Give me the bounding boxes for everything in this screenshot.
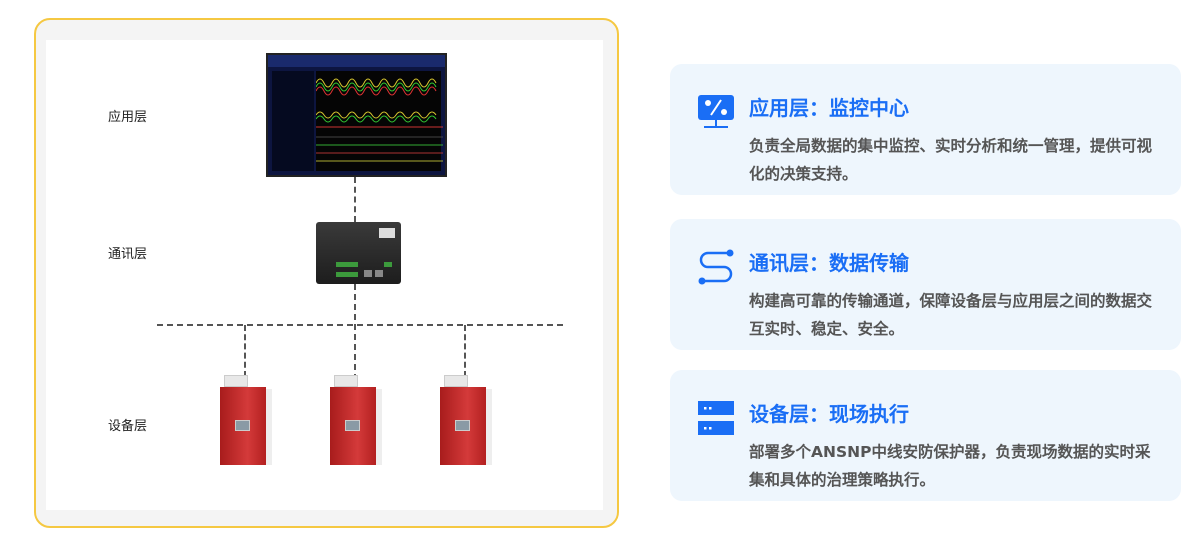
connector-line [354,284,356,380]
protector-device-image [440,375,492,465]
card-description: 部署多个ANSNP中线安防保护器，负责现场数据的实时采集和具体的治理策略执行。 [749,443,1151,489]
monitor-percent-icon [698,95,734,128]
card-device-layer: 设备层：现场执行 部署多个ANSNP中线安防保护器，负责现场数据的实时采集和具体… [670,370,1181,501]
protector-device-image [220,375,272,465]
connector-line [244,325,246,377]
protector-device-image [330,375,382,465]
card-description: 负责全局数据的集中监控、实时分析和统一管理，提供可视化的决策支持。 [749,137,1153,183]
card-title: 通讯层：数据传输 [749,251,909,275]
card-title: 应用层：监控中心 [749,96,909,120]
layer-label-device: 设备层 [108,419,148,434]
card-application-layer: 应用层：监控中心 负责全局数据的集中监控、实时分析和统一管理，提供可视化的决策支… [670,64,1181,195]
connection-path-icon [698,249,734,285]
layer-label-communication: 通讯层 [108,247,148,262]
server-icon [698,401,734,435]
card-title: 设备层：现场执行 [749,402,909,426]
layer-label-application: 应用层 [108,110,148,125]
waveform-graphic [315,78,443,162]
connector-line [464,325,466,377]
card-description: 构建高可靠的传输通道，保障设备层与应用层之间的数据交互实时、稳定、安全。 [749,292,1153,338]
connector-line [354,177,356,222]
monitoring-screen-image [266,53,447,177]
bus-line [157,324,563,326]
gateway-device-image [316,222,401,284]
card-communication-layer: 通讯层：数据传输 构建高可靠的传输通道，保障设备层与应用层之间的数据交互实时、稳… [670,219,1181,350]
